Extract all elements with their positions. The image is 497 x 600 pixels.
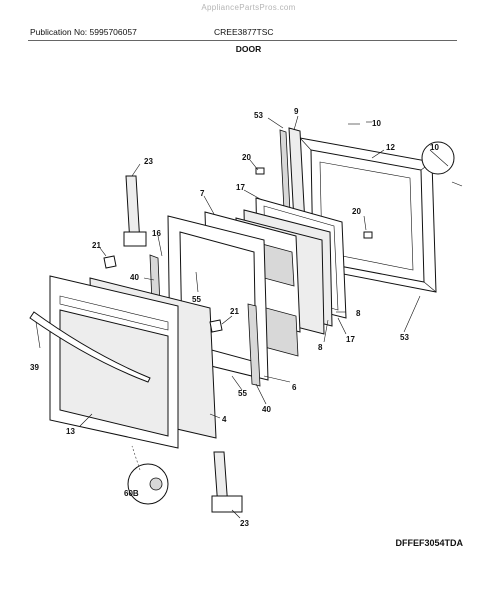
callout-21-mid: 21 [230,307,239,316]
hinge-part-23-bottom[interactable] [211,451,243,513]
callout-53-top: 53 [254,111,263,120]
clip-part-21b[interactable] [209,319,223,333]
header-divider [28,40,457,41]
callout-8-lower: 8 [318,343,323,352]
callout-9: 9 [294,107,299,116]
callout-10-detail: 10 [430,143,439,152]
model-number: CREE3877TSC [214,27,274,37]
callout-8-right: 8 [356,309,361,318]
callout-55-top: 55 [192,295,201,304]
callout-40-lower: 40 [262,405,271,414]
publication-number: Publication No: 5995706057 [30,27,137,37]
callout-20-mid: 20 [352,207,361,216]
callout-23-top: 23 [144,157,153,166]
callout-20-top: 20 [242,153,251,162]
callout-53-right: 53 [400,333,409,342]
leader-lines [35,115,421,519]
bumper-part-20[interactable] [255,167,373,239]
callout-17-top: 17 [236,183,245,192]
callout-40-left: 40 [130,273,139,282]
callout-6: 6 [292,383,297,392]
callout-12: 12 [386,143,395,152]
hinge-part-23-top[interactable] [123,175,147,247]
door-handle-part-39[interactable] [29,311,151,383]
callout-4: 4 [222,415,227,424]
screw-detail-circle [421,141,455,175]
callout-13: 13 [66,427,75,436]
side-bracket-part-40[interactable] [247,303,261,387]
callout-55-lower: 55 [238,389,247,398]
diagram-code: DFFEF3054TDA [395,538,463,548]
callout-39: 39 [30,363,39,372]
callout-17-lower: 17 [346,335,355,344]
callout-16: 16 [152,229,161,238]
callout-60b: 60B [124,489,139,498]
screw-detail-circle-60b [127,445,169,505]
watermark: AppliancePartsPros.com [201,3,296,12]
clip-part-21[interactable] [103,255,117,269]
callout-7: 7 [200,189,205,198]
callout-23-bottom: 23 [240,519,249,528]
callout-10-top: 10 [372,119,381,128]
callout-21-left: 21 [92,241,101,250]
screw-part-10[interactable] [348,123,463,187]
section-title: DOOR [235,44,262,54]
